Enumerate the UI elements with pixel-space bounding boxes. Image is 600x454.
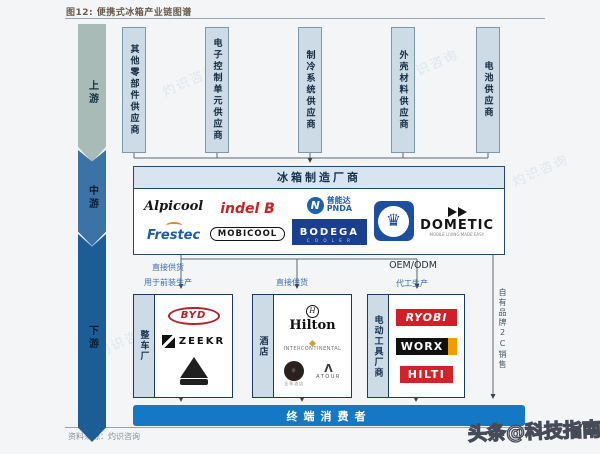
supplier-label: 电子控制单元供应商 — [211, 38, 222, 142]
hotel-label: 酒店 — [257, 335, 268, 357]
tools-label: 电动工具厂商 — [372, 314, 383, 378]
dometic-tagline: MOBILE LIVING MADE EASY. — [429, 231, 485, 237]
ji-subtext: 全季酒店 — [284, 380, 305, 386]
intercontinental-logo: INTERCONTINENTAL — [283, 339, 342, 353]
flow-label-direct-supply-1: 直接供货 — [152, 263, 184, 272]
supplier-box-cooling-system: 制冷系统供应商 — [298, 27, 322, 153]
manufacturer-header: 冰箱制造厂商 — [134, 167, 504, 189]
worx-orange-icon — [448, 337, 458, 355]
pnda-text: 普能达 PNDA — [327, 197, 352, 213]
intercontinental-wordmark: INTERCONTINENTAL — [283, 345, 342, 352]
frestec-wordmark: Frestec — [147, 228, 201, 243]
title-divider — [65, 18, 545, 19]
zeekr-icon — [161, 334, 175, 348]
tools-logos: RYOBI WORX HILTI — [389, 295, 464, 397]
frestec-wave-icon — [165, 222, 182, 229]
supplier-label: 电池供应商 — [482, 61, 493, 119]
vehicle-strip: 整车厂 — [134, 295, 155, 397]
indelb-logo: indel B — [220, 201, 275, 217]
manufacturer-box: 冰箱制造厂商 Alpicool Frestec indel B MOBICOOL… — [133, 166, 505, 255]
source-note: 资料来源：灼识咨询 — [68, 432, 140, 441]
supplier-box-other-parts: 其他零部件供应商 — [122, 27, 146, 153]
logo-column: indel B MOBICOOL — [209, 191, 286, 251]
flow-label-oem-odm: OEM/ODM — [389, 260, 437, 271]
mobicool-logo: MOBICOOL — [209, 227, 286, 241]
stage-upstream-label: 上游 — [86, 80, 98, 106]
supplier-label: 制冷系统供应商 — [304, 49, 315, 131]
supplier-box-battery: 电池供应商 — [476, 27, 500, 153]
stage-downstream-chevron: 下游 — [78, 234, 106, 442]
figure-title: 图12: 便携式冰箱产业链图谱 — [66, 8, 192, 18]
crown-brand-logo: ♛ — [373, 201, 414, 241]
downstream-box-vehicle: 整车厂 BYD ZEEKR — [133, 294, 233, 398]
footer-divider — [65, 427, 545, 428]
logo-column: N 普能达 PNDA BODEGA C O O L E R — [291, 191, 367, 251]
pnda-circle-icon: N — [306, 196, 324, 214]
logo-column: Alpicool Frestec — [144, 191, 203, 251]
pnda-cn: 普能达 — [326, 196, 351, 206]
ryobi-logo: RYOBI — [395, 308, 458, 326]
stage-midstream-chevron: 中游 — [78, 150, 106, 246]
ji-circle-icon: 季 — [284, 360, 305, 381]
crown-icon: ♛ — [378, 205, 410, 237]
stage-upstream-chevron: 上游 — [78, 24, 106, 162]
pnda-en: PNDA — [326, 204, 353, 214]
downstream-box-hotel: 酒店 H Hilton INTERCONTINENTAL 季 全季酒店 Λ AT… — [252, 294, 352, 398]
stage-midstream-label: 中游 — [86, 185, 98, 211]
arrow-glyph — [457, 206, 467, 217]
end-consumer-bar: 终端消费者 — [133, 405, 525, 426]
hotel-strip: 酒店 — [253, 295, 274, 397]
vehicle-label: 整车厂 — [138, 330, 149, 362]
crest-banner-icon — [179, 379, 208, 386]
atour-logo: Λ ATOUR — [316, 361, 341, 381]
byd-logo: BYD — [167, 306, 220, 325]
hotel-logos: H Hilton INTERCONTINENTAL 季 全季酒店 Λ ATOUR — [274, 295, 351, 397]
stage-downstream-label: 下游 — [86, 325, 98, 351]
arrow-glyph — [447, 206, 457, 217]
manufacturer-logo-grid: Alpicool Frestec indel B MOBICOOL N 普能达 … — [134, 189, 504, 253]
worx-wordmark: WORX — [395, 337, 449, 355]
worx-logo: WORX — [395, 337, 458, 355]
bodega-wordmark: BODEGA — [299, 227, 359, 239]
supplier-box-shell-material: 外壳材料供应商 — [391, 27, 415, 153]
flow-label-own-brand-2c: 自有品牌2C销售 — [498, 288, 507, 370]
downstream-box-power-tools: 电动工具厂商 RYOBI WORX HILTI — [367, 294, 465, 398]
frestec-logo: Frestec — [147, 222, 200, 243]
supplier-label: 其他零部件供应商 — [128, 44, 139, 136]
tools-strip: 电动工具厂商 — [368, 295, 389, 397]
flow-label-direct-supply-2: 直接供货 — [276, 278, 308, 287]
atour-wordmark: ATOUR — [316, 374, 341, 380]
dometic-arrows-icon — [447, 206, 467, 217]
atour-icon: Λ — [324, 361, 333, 375]
vehicle-logos: BYD ZEEKR — [155, 295, 232, 397]
hotel-logo-row: 季 全季酒店 Λ ATOUR — [284, 360, 341, 387]
bodega-subtext: C O O L E R — [306, 237, 352, 243]
dometic-logo: DOMETIC MOBILE LIVING MADE EASY. — [420, 206, 494, 237]
flow-label-front-install: 用于前装生产 — [144, 278, 192, 287]
background-watermark: 灼识咨询 — [510, 152, 572, 191]
hilton-wordmark: Hilton — [289, 318, 336, 334]
dometic-wordmark: DOMETIC — [420, 217, 494, 233]
bodega-logo: BODEGA C O O L E R — [291, 219, 367, 246]
alpicool-logo: Alpicool — [144, 199, 204, 214]
supplier-box-ecu: 电子控制单元供应商 — [205, 27, 229, 153]
truck-crest-logo — [179, 357, 208, 386]
hilti-logo: HILTI — [399, 366, 454, 384]
ji-hotel-logo: 季 全季酒店 — [284, 360, 305, 387]
flow-label-contract-manufacturing: 代工生产 — [396, 279, 428, 288]
supplier-label: 外壳材料供应商 — [397, 49, 408, 131]
corner-watermark: 头条@科技指南 — [467, 418, 600, 446]
crest-triangle-icon — [179, 357, 208, 379]
pnda-logo: N 普能达 PNDA — [306, 196, 352, 214]
hilton-circle-icon: H — [305, 305, 319, 319]
zeekr-wordmark: ZEEKR — [178, 335, 226, 347]
hilton-logo: H Hilton — [289, 305, 336, 334]
zeekr-logo: ZEEKR — [161, 334, 226, 348]
